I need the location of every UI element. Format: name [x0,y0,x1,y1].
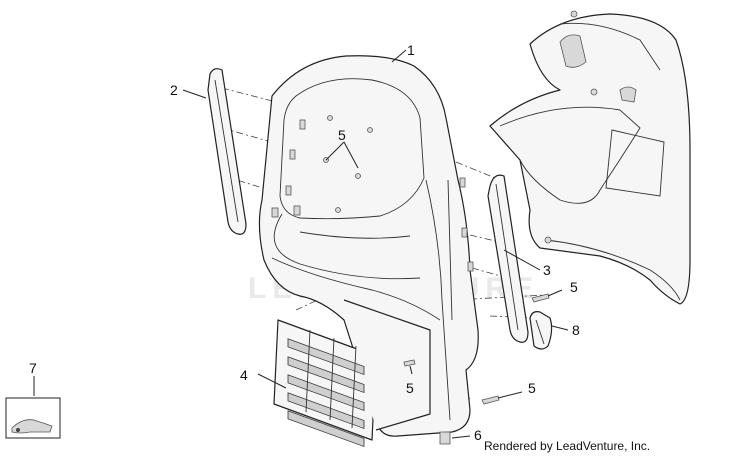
callout-7: 7 [29,360,37,376]
part-8-reflector [529,311,553,350]
callout-5-right: 5 [570,279,578,295]
callout-5-middle: 5 [406,380,414,396]
callout-2: 2 [170,82,178,98]
callout-5-upper: 5 [338,127,346,143]
callout-1: 1 [407,42,415,58]
render-credit: Rendered by LeadVenture, Inc. [484,439,651,453]
callout-5-lower: 5 [528,380,536,396]
callout-8: 8 [572,322,580,338]
part-2-left-trim-strip [207,68,247,235]
callout-3: 3 [543,262,551,278]
part-7-clip [5,397,61,439]
part-4-grille [273,299,431,448]
callout-4: 4 [240,367,248,383]
screws [403,293,550,445]
part-3-right-trim-strip [487,174,529,343]
leader-lines [33,49,569,439]
callout-6: 6 [474,427,482,443]
rear-inner-cover [489,10,691,305]
